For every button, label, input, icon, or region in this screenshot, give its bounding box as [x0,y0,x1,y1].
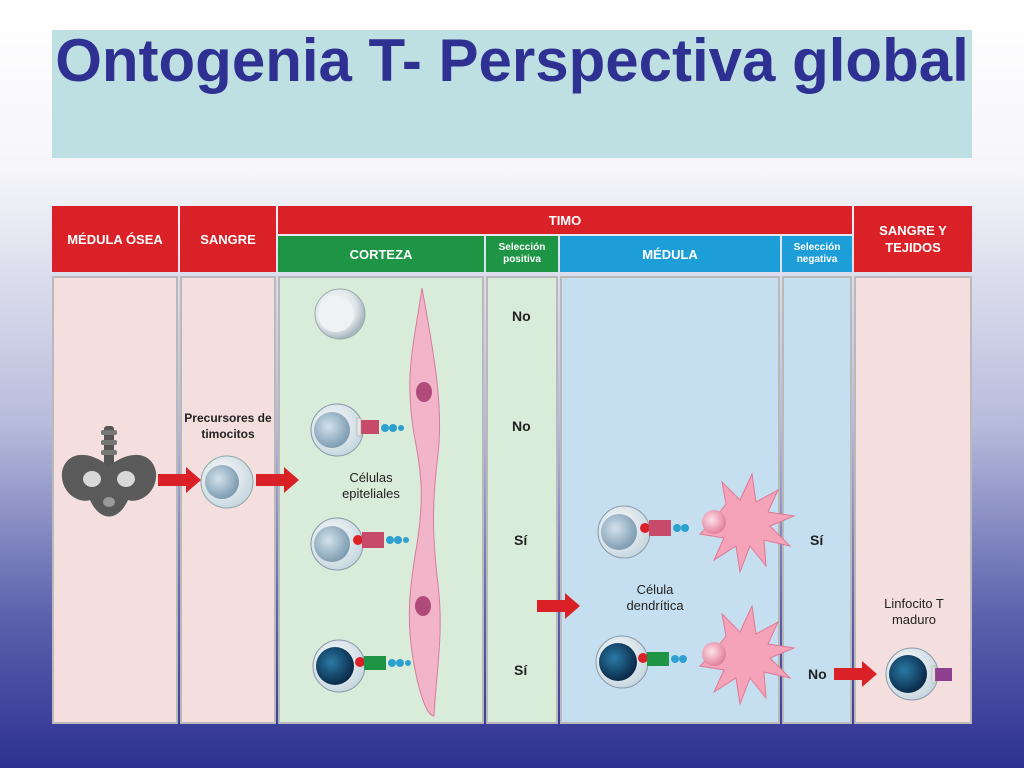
header-positive-selection: Selección positiva [486,236,558,272]
header-blood-tissues: SANGRE Y TEJIDOS [854,206,972,272]
mature-t-cell-label: Linfocito T maduro [884,596,944,627]
negative-selection-1: Sí [810,532,824,548]
header-blood: SANGRE [180,206,276,272]
mature-t-cell-icon [885,647,952,701]
precursor-label: Precursores de timocitos [184,411,272,441]
precursor-cell-icon [200,455,254,509]
header-negative-selection: Selección negativa [782,236,852,272]
dendritic-cell-1-icon [698,472,796,574]
epithelial-cells-label: Células epiteliales [342,470,400,501]
thymocyte-3-icon [310,517,409,571]
positive-selection-1: No [512,308,531,324]
thymocyte-1-icon [314,288,366,340]
negative-selection-2: No [808,666,827,682]
thymocyte-4-icon [312,639,411,693]
positive-selection-4: Sí [514,662,528,678]
thymus-diagram: MÉDULA ÓSEA SANGRE TIMO CORTEZA Selecció… [52,204,972,724]
positive-selection-column [486,276,558,724]
diagram-illustrations [61,287,952,717]
thymocyte-2-icon [310,403,404,457]
dendritic-cell-label: Célula dendrítica [626,582,684,613]
medulla-thymocyte-1-icon [597,505,689,559]
dendritic-cell-2-icon [698,604,796,706]
header-bone-marrow: MÉDULA ÓSEA [52,206,178,272]
negative-selection-column [782,276,852,724]
medulla-thymocyte-2-icon [595,635,687,689]
positive-selection-3: Sí [514,532,528,548]
arrow-to-medulla [537,593,580,619]
arrow-to-blood-tissues [834,661,877,687]
cortex-column [278,276,484,724]
page-title: Ontogenia T- Perspectiva global [55,27,969,94]
arrow-marrow-to-blood [158,467,201,493]
header-cortex: CORTEZA [278,236,484,272]
header-thymus: TIMO [278,206,852,234]
header-medulla: MÉDULA [560,236,780,272]
epithelial-cell-icon [408,287,441,717]
arrow-blood-to-cortex [256,467,299,493]
title-band [52,30,972,158]
pelvis-icon [61,426,157,517]
positive-selection-2: No [512,418,531,434]
